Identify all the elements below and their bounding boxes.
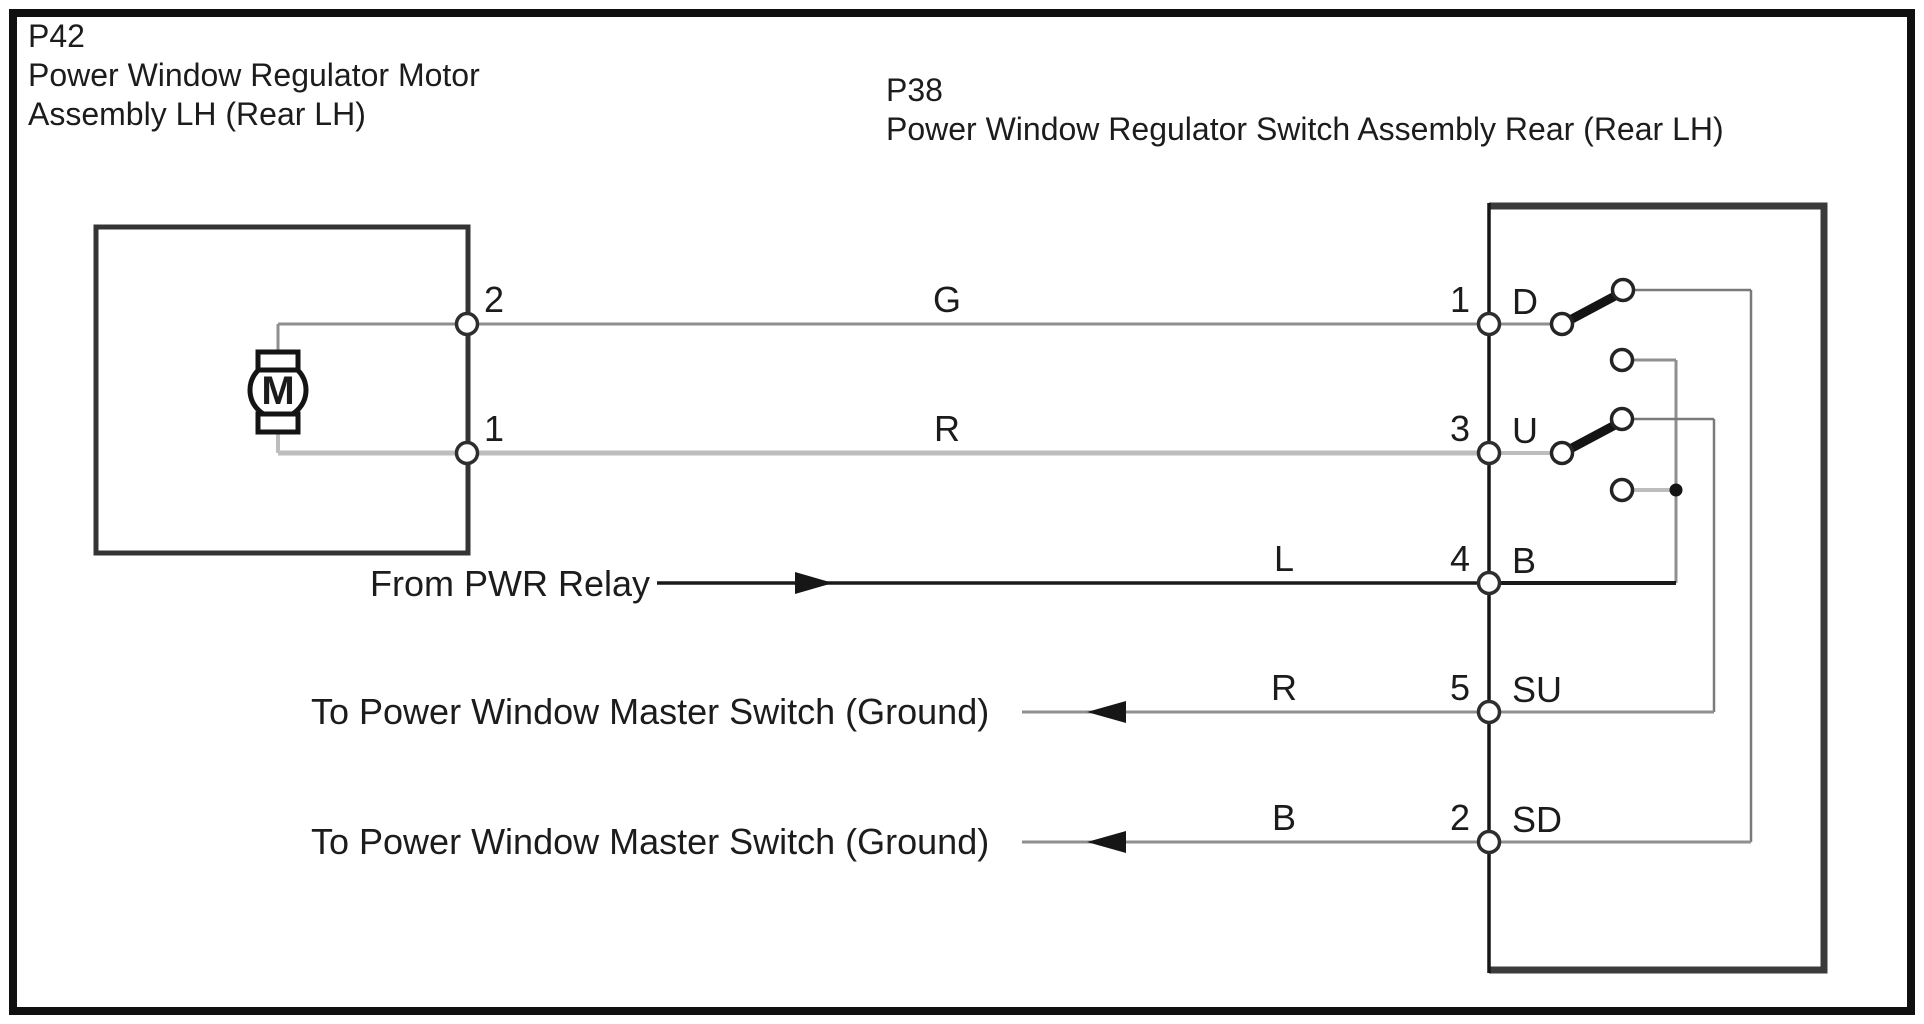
switch-pin-b-name: B <box>1512 540 1536 581</box>
to-master-switch-annotation-sd: To Power Window Master Switch (Ground) <box>311 821 989 862</box>
switch-d-rest-contact <box>1609 347 1635 373</box>
motor-pin-1-label: 1 <box>484 408 504 449</box>
motor-pin-1 <box>454 440 480 466</box>
left-component-id: P42 <box>28 18 85 54</box>
wire-labels: G R L R B <box>933 279 1297 838</box>
right-component-id: P38 <box>886 72 943 108</box>
wire-l-from-pwr-relay <box>657 572 1489 594</box>
wire-sd-b-label: B <box>1272 797 1296 838</box>
right-component-title: Power Window Regulator Switch Assembly R… <box>886 111 1724 147</box>
switch-d-lever <box>1565 291 1620 325</box>
switch-u-common-contact <box>1549 440 1575 466</box>
switch-pin-4-number: 4 <box>1450 538 1470 579</box>
switch-pin-5-number: 5 <box>1450 667 1470 708</box>
connector-pins <box>454 311 1502 855</box>
switch-pin-3-number: 3 <box>1450 408 1470 449</box>
wire-su-r-label: R <box>1271 667 1297 708</box>
switch-pin-4-b <box>1476 570 1502 596</box>
switch-internal-circuit <box>1489 277 1753 844</box>
junction-dot <box>1669 483 1683 497</box>
from-pwr-relay-annotation: From PWR Relay <box>370 563 650 604</box>
wire-annotations: From PWR Relay To Power Window Master Sw… <box>311 563 989 862</box>
pin-number-labels-right: 1 3 4 5 2 <box>1450 279 1470 838</box>
switch-pin-1-d <box>1476 311 1502 337</box>
switch-d-common-contact <box>1549 311 1575 337</box>
switch-pin-3-u <box>1476 440 1502 466</box>
motor-symbol: M <box>247 349 309 435</box>
switch-u-lever <box>1565 420 1620 454</box>
right-component-header: P38 Power Window Regulator Switch Assemb… <box>886 72 1724 147</box>
switch-pin-2-number: 2 <box>1450 797 1470 838</box>
switch-pin-sd-name: SD <box>1512 799 1562 840</box>
switch-pin-su-name: SU <box>1512 669 1562 710</box>
wire-r-motor <box>276 431 1489 456</box>
motor-letter: M <box>261 369 294 413</box>
wire-r-to-master-switch <box>1022 701 1489 723</box>
switch-pin-u-name: U <box>1512 410 1538 451</box>
wire-b-to-master-switch <box>1022 831 1489 853</box>
motor-pin-2-label: 2 <box>484 279 504 320</box>
wire-g <box>276 322 1489 353</box>
left-arrowhead-icon <box>1087 831 1126 853</box>
motor-brush-bottom-icon <box>255 411 301 435</box>
pin-name-labels: D U B SU SD <box>1512 281 1562 840</box>
switch-d-throw-contact <box>1610 277 1636 303</box>
left-arrowhead-icon <box>1087 701 1126 723</box>
to-master-switch-annotation-su: To Power Window Master Switch (Ground) <box>311 691 989 732</box>
page-border <box>9 9 1915 1015</box>
motor-pin-2 <box>454 311 480 337</box>
right-arrowhead-icon <box>795 572 833 594</box>
wire-l-label: L <box>1274 538 1294 579</box>
switch-pin-1-number: 1 <box>1450 279 1470 320</box>
pin-number-labels-left: 2 1 <box>484 279 504 449</box>
switch-box-frame <box>1489 202 1828 974</box>
left-component-header: P42 Power Window Regulator Motor Assembl… <box>28 18 480 132</box>
motor-brush-top-icon <box>255 349 301 373</box>
left-component-title-line1: Power Window Regulator Motor <box>28 57 480 93</box>
left-component-title-line2: Assembly LH (Rear LH) <box>28 96 366 132</box>
switch-pin-2-sd <box>1476 829 1502 855</box>
motor-component-box <box>93 224 471 556</box>
switch-pin-5-su <box>1476 699 1502 725</box>
switch-u-throw-contact <box>1609 406 1635 432</box>
switch-pin-d-name: D <box>1512 281 1538 322</box>
wire-r-label: R <box>934 408 960 449</box>
switch-u-rest-contact <box>1609 477 1635 503</box>
wire-g-label: G <box>933 279 961 320</box>
